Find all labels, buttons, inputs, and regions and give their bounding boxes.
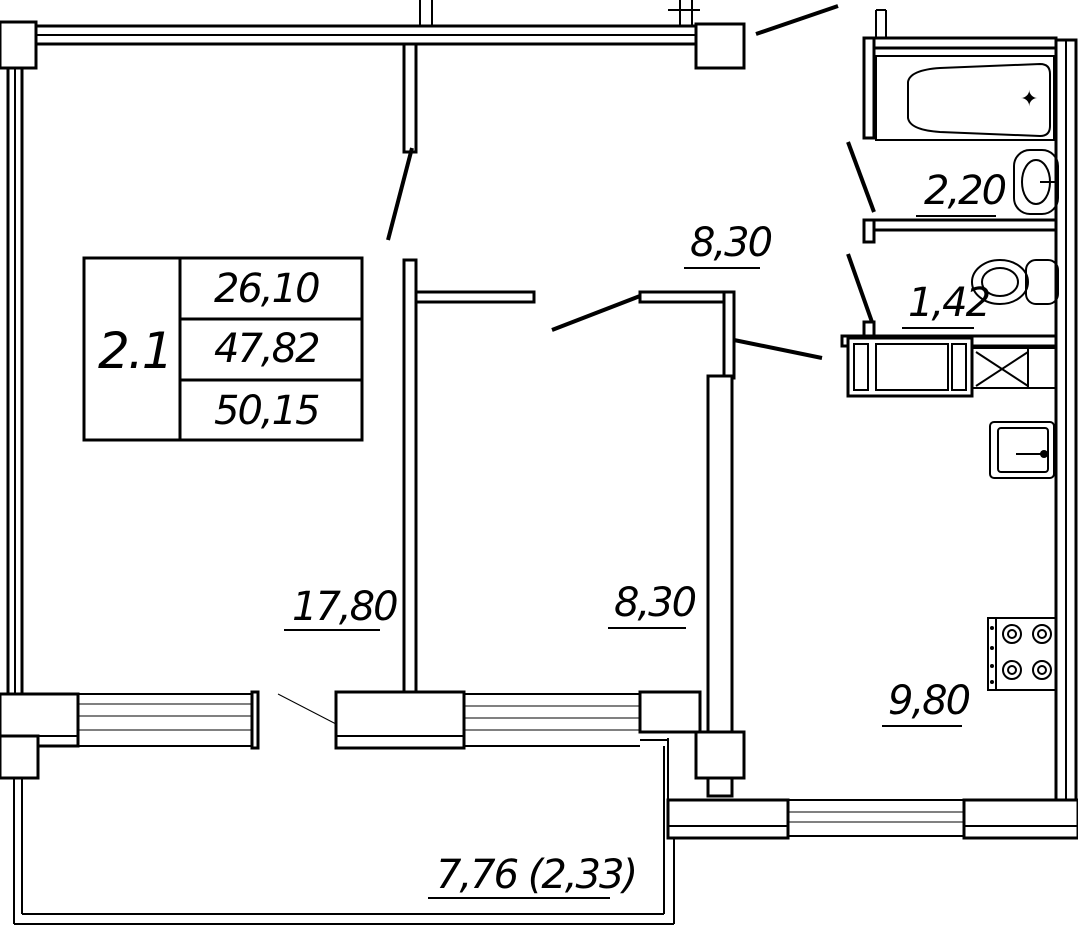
apartment-info-table: 2.1 26,10 47,82 50,15 [82, 256, 364, 442]
partition-bedroom-top [414, 290, 536, 304]
balcony-area-label: 7,76 (2,33) [436, 852, 636, 898]
kitchen-window-right-pier [962, 798, 1078, 840]
column-entrance [694, 22, 746, 70]
living-room-area-label: 17,80 [292, 584, 397, 630]
toilet-icon [971, 259, 1059, 305]
apartment-number: 2.1 [98, 322, 172, 380]
stove-icon [987, 617, 1057, 691]
fixtures: ✦ [846, 55, 1059, 691]
kitchen-window-left-pier [666, 798, 790, 840]
total-area-with-balcony-value: 50,15 [214, 388, 319, 434]
kitchen-area-label: 9,80 [888, 678, 970, 724]
balcony-door-pier [334, 690, 466, 750]
bedroom-area-label: 8,30 [614, 580, 696, 626]
partition-upper [402, 42, 418, 154]
partition-bedroom-kitchen [706, 374, 734, 798]
bathroom-top-wall [862, 36, 1058, 50]
bathtub-icon: ✦ [875, 55, 1055, 141]
column-kitchen [694, 730, 746, 780]
svg-text:✦: ✦ [1020, 87, 1038, 112]
bathroom-left-wall [862, 36, 876, 140]
partition-hall-side [722, 290, 736, 380]
toilet-area-label: 1,42 [908, 280, 989, 326]
total-area-value: 47,82 [214, 326, 319, 372]
washbasin-icon [1013, 149, 1059, 215]
room-labels: 17,80 8,30 8,30 2,20 1,42 9,80 7,76 (2,3… [284, 168, 1008, 899]
partition-living-bedroom [402, 258, 418, 698]
partition-hall-top [638, 290, 736, 304]
hall-area-label: 8,30 [690, 220, 772, 266]
kitchen-sink-icon [989, 421, 1055, 479]
bathroom-area-label: 2,20 [924, 168, 1006, 214]
ventilation-shaft [846, 336, 1057, 398]
bathroom-toilet-wall [862, 218, 1058, 232]
living-area-value: 26,10 [214, 266, 319, 312]
column-top-left [0, 20, 38, 70]
